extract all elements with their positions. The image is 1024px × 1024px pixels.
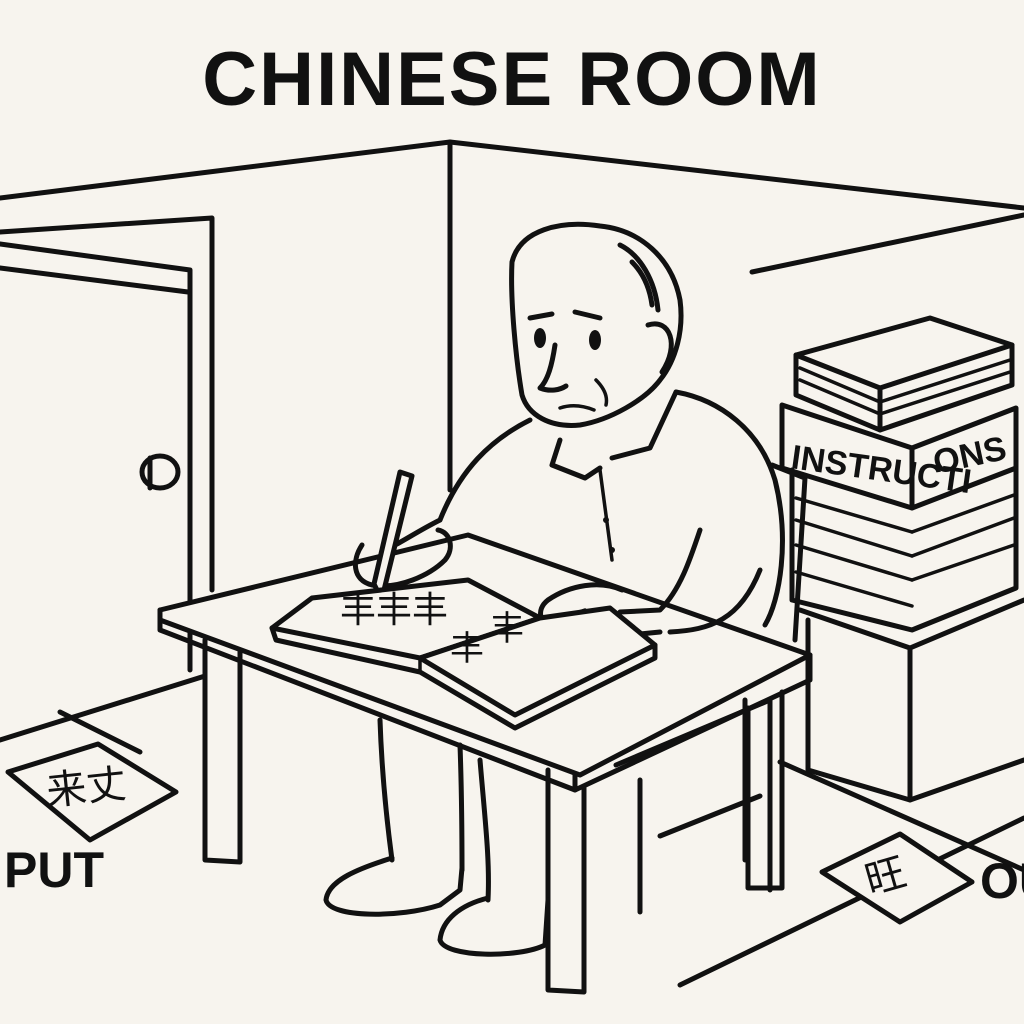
input-note (5, 741, 179, 843)
door-knob (139, 453, 181, 491)
room-walls (0, 139, 1024, 873)
open-book (269, 577, 658, 731)
input-note-glyphs: 来丈 (44, 761, 128, 815)
door (0, 215, 215, 673)
output-note (819, 831, 975, 925)
input-label: PUT (4, 842, 104, 898)
output-label: OU (980, 853, 1024, 909)
book-glyphs-right: 丰 (450, 629, 484, 669)
page-title: CHINESE ROOM (202, 37, 822, 122)
book-glyphs-left: 丰丰丰 (340, 590, 448, 631)
book-glyphs-right-2: 丰 (490, 609, 524, 649)
instruction-stack (779, 315, 1024, 803)
floor (57, 709, 1024, 988)
person (323, 221, 785, 957)
